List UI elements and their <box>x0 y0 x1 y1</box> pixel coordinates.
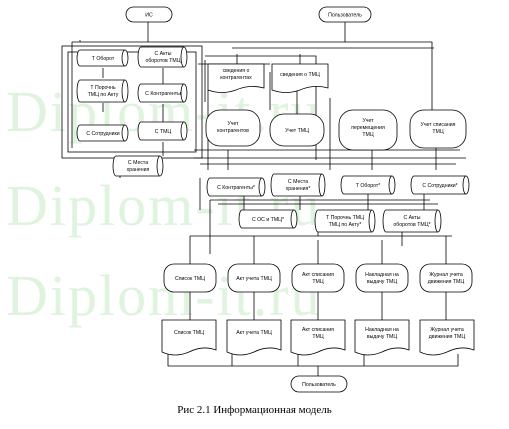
output-spisok-tmc: Список ТМЦ <box>161 319 217 356</box>
report-label: Акт учета ТМЦ <box>236 276 272 282</box>
store-s-akty-star: С Акты оборотов ТМЦ* <box>382 209 442 233</box>
output-label: Накладная на <box>365 327 399 333</box>
store-label: оборотов ТМЦ <box>145 58 180 64</box>
figure-caption: Рис 2.1 Информационная модель <box>177 404 332 416</box>
store-t-oborot: Т Оборот <box>76 49 129 67</box>
store-label: Т Оборот <box>92 56 115 62</box>
store-label: С Контрагенты <box>145 91 181 97</box>
report-label: движения ТМЦ <box>428 279 465 285</box>
store-label: С Места <box>128 160 148 166</box>
document-label: сведения о ТМЦ <box>280 72 320 78</box>
report-zhurnal: Журнал учета движения ТМЦ <box>419 263 473 293</box>
process-label: перемещения <box>351 125 385 131</box>
report-spisok-tmc: Список ТМЦ <box>163 263 217 293</box>
process-label: Учет <box>227 121 239 127</box>
report-label: Журнал учета <box>429 272 463 278</box>
process-uchet-peremeshcheniya: Учет перемещения ТМЦ <box>338 109 398 151</box>
terminal-label: Пользователь <box>328 13 362 19</box>
store-label: оборотов ТМЦ* <box>393 222 430 228</box>
store-label: С Сотрудники <box>86 131 119 137</box>
store-label: Т Порочнь <box>90 85 115 91</box>
store-s-tmc: С ТМЦ <box>137 121 188 141</box>
store-s-sotrudniki: С Сотрудники <box>76 124 129 142</box>
report-akt-spisaniya: Акт списания ТМЦ <box>291 263 345 293</box>
terminal-label: Пользователь <box>302 382 336 388</box>
output-akt-ucheta: Акт учета ТМЦ <box>226 319 282 356</box>
store-label: С ТМЦ <box>155 129 172 135</box>
report-label: ТМЦ <box>312 279 323 285</box>
report-label: выдачу ТМЦ <box>367 279 398 285</box>
process-label: контрагентов <box>217 128 249 134</box>
store-label: Т Порочнь ТМЦ <box>326 215 364 221</box>
terminal-is: ИС <box>125 6 173 23</box>
output-label: Акт учета ТМЦ <box>236 330 272 336</box>
report-nakladnaya: Накладная на выдачу ТМЦ <box>355 263 409 293</box>
document-tmc: сведения о ТМЦ <box>271 63 329 93</box>
output-akt-spisaniya: Акт списания ТМЦ <box>290 319 346 356</box>
process-label: Учет ТМЦ <box>285 128 309 134</box>
report-akt-ucheta: Акт учета ТМЦ <box>227 263 281 293</box>
output-label: Акт списания <box>302 327 334 333</box>
store-t-poroch-star: Т Порочнь ТМЦ ТМЦ по Акту* <box>314 209 376 233</box>
output-label: Список ТМЦ <box>174 330 204 336</box>
store-s-mesta-star: С Места хранения* <box>270 173 326 197</box>
store-label: С Акты <box>154 51 171 57</box>
terminal-user-bottom: Пользователь <box>290 375 348 393</box>
store-label: С Места <box>288 179 308 185</box>
store-label: ТМЦ по Акту <box>88 92 119 98</box>
store-label: Т Оборот* <box>356 183 381 189</box>
output-label: движения ТМЦ <box>429 334 466 340</box>
store-s-mesta: С Места хранения <box>112 155 164 177</box>
process-uchet-tmc: Учет ТМЦ <box>269 113 325 147</box>
process-label: ТМЦ <box>432 129 443 135</box>
store-label: С Сотрудники* <box>422 183 457 189</box>
store-s-akty: С Акты оборотов ТМЦ <box>137 46 188 68</box>
store-s-kontragenty: С Контрагенты <box>137 83 188 103</box>
store-label: хранения* <box>286 186 311 192</box>
terminal-label: ИС <box>145 13 153 19</box>
store-label: С Акты <box>403 215 420 221</box>
store-t-oborot-star: Т Оборот* <box>340 175 396 195</box>
store-label: ТМЦ по Акту* <box>329 222 362 228</box>
output-zhurnal: Журнал учета движения ТМЦ <box>419 319 475 356</box>
document-label: контрагентах <box>220 75 252 81</box>
process-uchet-spisaniya: Учет списания ТМЦ <box>409 109 467 149</box>
store-s-sotrudniki-star: С Сотрудники* <box>410 175 470 195</box>
output-label: Журнал учета <box>430 327 464 333</box>
output-nakladnaya: Накладная на выдачу ТМЦ <box>354 319 410 356</box>
store-t-poroch: Т Порочнь ТМЦ по Акту <box>76 79 129 103</box>
output-label: ТМЦ <box>312 334 323 340</box>
process-label: ТМЦ <box>362 132 373 138</box>
terminal-user-top: Пользователь <box>318 6 372 23</box>
output-label: выдачу ТМЦ <box>367 334 398 340</box>
report-label: Накладная на <box>365 272 399 278</box>
process-label: Учет <box>362 118 374 124</box>
document-label: сведения о <box>223 68 250 74</box>
store-label: С Контрагенты* <box>217 185 255 191</box>
store-s-os-tmc-star: С ОС и ТМЦ* <box>238 209 298 229</box>
document-kontragenty: сведения о контрагентах <box>207 63 265 93</box>
process-uchet-kontragentov: Учет контрагентов <box>205 109 261 147</box>
store-s-kontragenty-star: С Контрагенты* <box>206 177 266 197</box>
store-label: хранения <box>127 167 150 173</box>
store-label: С ОС и ТМЦ* <box>252 217 284 223</box>
process-label: Учет списания <box>421 122 456 128</box>
report-label: Акт списания <box>302 272 334 278</box>
report-label: Список ТМЦ <box>175 276 205 282</box>
